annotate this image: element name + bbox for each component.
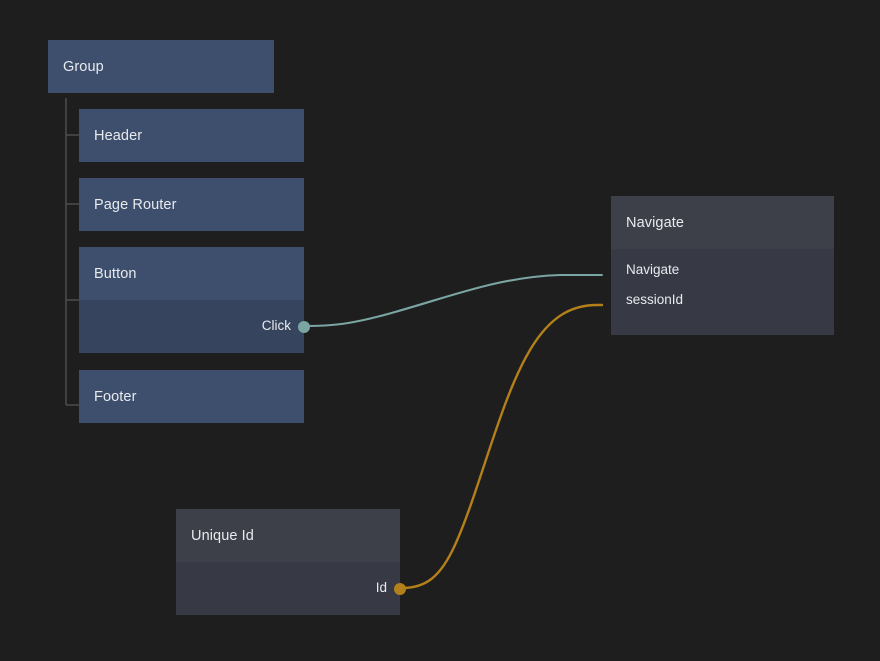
port-button-click-label: Click: [261, 318, 291, 333]
node-header-title: Header: [79, 109, 304, 162]
node-unique-id-title: Unique Id: [176, 509, 400, 562]
port-dot-button-click[interactable]: [298, 321, 310, 333]
node-footer-title: Footer: [79, 370, 304, 423]
port-navigate-sessionid-label: sessionId: [626, 292, 684, 307]
port-navigate-navigate-label: Navigate: [626, 262, 680, 277]
node-group[interactable]: Group: [48, 40, 274, 93]
node-navigate-title: Navigate: [611, 196, 834, 249]
port-unique-id-id-label: Id: [375, 580, 387, 595]
edge-button-click-to-navigate: [303, 273, 604, 328]
node-button[interactable]: Button Click: [79, 247, 310, 353]
node-unique-id-body: Id: [176, 562, 406, 615]
node-navigate-body: Navigate sessionId: [611, 249, 834, 335]
node-unique-id[interactable]: Unique Id Id: [176, 509, 406, 615]
port-button-click[interactable]: Click: [262, 317, 304, 335]
node-button-body: Click: [79, 300, 310, 353]
node-navigate[interactable]: Navigate Navigate sessionId: [611, 196, 834, 335]
node-page-router[interactable]: Page Router: [79, 178, 304, 231]
group-tree-connector: [65, 98, 79, 406]
port-navigate-sessionid[interactable]: sessionId: [626, 291, 683, 309]
edge-uniqueid-id-to-sessionid: [400, 303, 604, 590]
node-page-router-title: Page Router: [79, 178, 304, 231]
port-unique-id-id[interactable]: Id: [376, 579, 400, 597]
node-footer[interactable]: Footer: [79, 370, 304, 423]
node-button-title: Button: [79, 247, 304, 300]
port-dot-unique-id-id[interactable]: [394, 583, 406, 595]
port-navigate-navigate[interactable]: Navigate: [626, 261, 679, 279]
node-group-title: Group: [48, 40, 274, 93]
node-header[interactable]: Header: [79, 109, 304, 162]
